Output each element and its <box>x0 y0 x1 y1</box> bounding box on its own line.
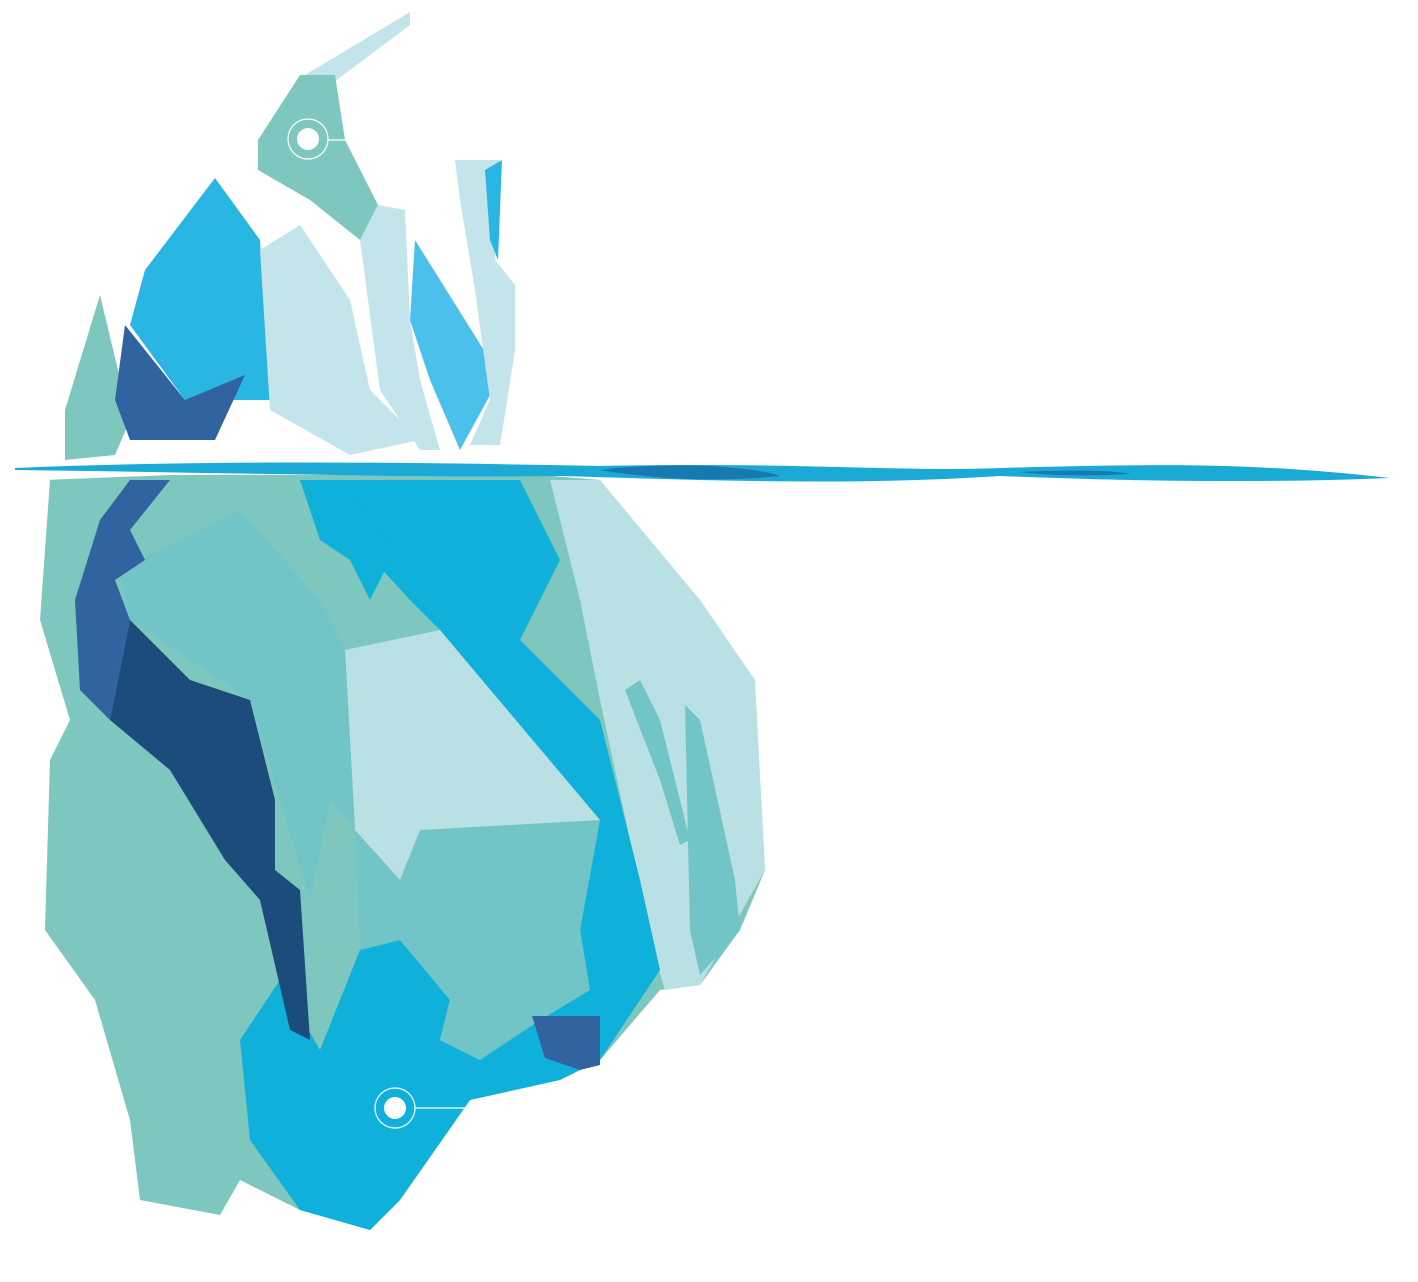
iceberg-upper-left-blue <box>115 325 245 440</box>
water-surface-dark-wave <box>600 465 1130 480</box>
iceberg-underwater-left-blue <box>75 480 170 720</box>
iceberg-peak <box>258 75 378 240</box>
iceberg-upper-center-ridge <box>360 205 440 450</box>
iceberg-underwater-bottom-blue <box>532 1016 600 1070</box>
iceberg-upper-center-pale <box>260 225 420 455</box>
iceberg-underwater-top-channel <box>300 480 390 600</box>
iceberg-underwater-right-ridge <box>625 680 690 845</box>
iceberg-upper-right-sliver <box>455 160 515 445</box>
iceberg-underwater-right-ridge-2 <box>685 705 740 975</box>
tip-marker-icon[interactable] <box>287 118 345 160</box>
iceberg-underwater-left-teal <box>120 510 355 900</box>
iceberg-upper-right-cyan <box>410 240 490 450</box>
iceberg-upper-left-cyan <box>130 178 270 400</box>
iceberg-upper-right-tip <box>485 160 502 260</box>
iceberg-underwater-center-teal <box>355 820 600 1060</box>
iceberg-underwater-pale-center <box>345 630 600 880</box>
base-marker-icon[interactable] <box>374 1087 465 1129</box>
iceberg-underwater-navy-shadow <box>110 620 310 1040</box>
iceberg-peak-sliver <box>305 12 410 85</box>
iceberg-left-edge <box>65 295 130 460</box>
